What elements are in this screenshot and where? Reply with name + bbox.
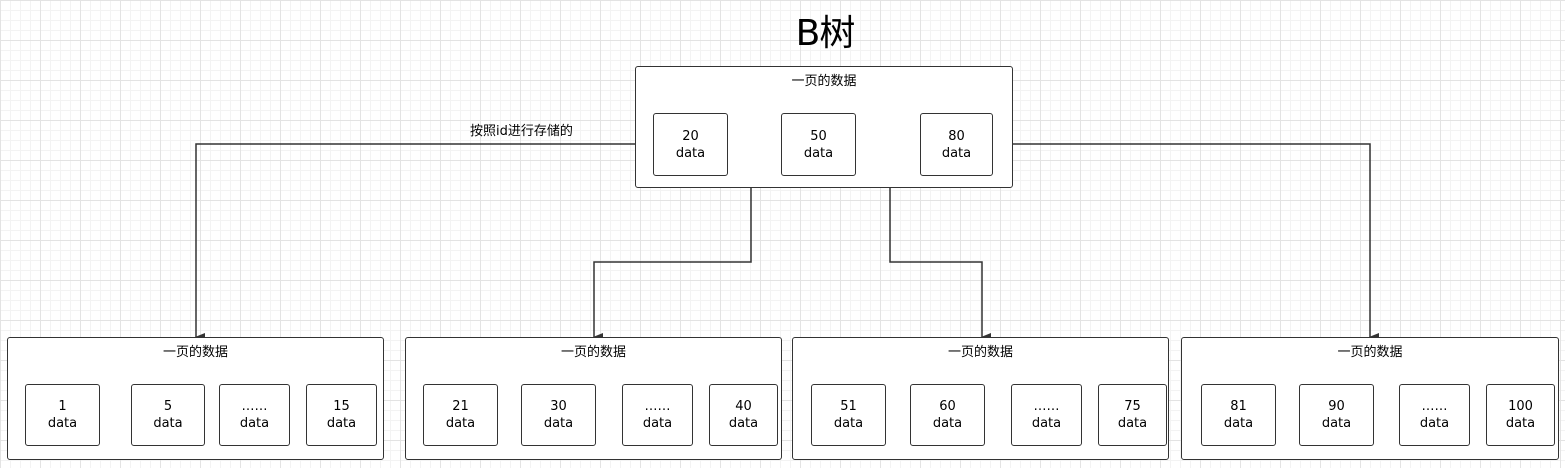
key-value: 50: [810, 128, 827, 144]
leaf-key-box[interactable]: 75 data: [1098, 384, 1167, 446]
leaf-key-box[interactable]: 21 data: [423, 384, 498, 446]
key-data-label: data: [941, 145, 972, 161]
leaf-page-1[interactable]: 一页的数据 1 data 5 data …… data 15 data: [7, 337, 384, 460]
edge-root-to-leaf-2: [593, 188, 752, 341]
key-data-label: data: [675, 145, 706, 161]
root-page[interactable]: 一页的数据 20 data 50 data 80 data: [635, 66, 1013, 188]
key-data-label: data: [1117, 416, 1148, 431]
key-value: 1: [58, 399, 67, 414]
page-label: 一页的数据: [162, 345, 228, 360]
leaf-key-box[interactable]: 60 data: [910, 384, 985, 446]
key-value: ……: [1421, 399, 1448, 414]
key-data-label: data: [932, 416, 963, 431]
key-data-label: data: [1419, 416, 1450, 431]
root-key-box[interactable]: 50 data: [781, 113, 856, 176]
key-value: 40: [735, 399, 752, 414]
leaf-key-box[interactable]: 30 data: [521, 384, 596, 446]
diagram-title: B树: [795, 13, 856, 54]
key-value: ……: [644, 399, 671, 414]
leaf-key-box[interactable]: 100 data: [1486, 384, 1555, 446]
page-label: 一页的数据: [1337, 345, 1403, 360]
key-data-label: data: [153, 416, 183, 431]
leaf-key-box[interactable]: 1 data: [25, 384, 100, 446]
key-data-label: data: [1505, 416, 1536, 431]
leaf-key-box[interactable]: …… data: [219, 384, 290, 446]
key-data-label: data: [543, 416, 574, 431]
root-key-box[interactable]: 20 data: [653, 113, 728, 176]
key-data-label: data: [1031, 416, 1062, 431]
key-value: 81: [1230, 399, 1247, 414]
leaf-page-4[interactable]: 一页的数据 81 data 90 data …… data 100 data: [1181, 337, 1559, 460]
key-data-label: data: [47, 416, 78, 431]
edge-root-to-leaf-3: [889, 188, 991, 341]
leaf-key-box[interactable]: 40 data: [709, 384, 778, 446]
leaf-key-box[interactable]: 81 data: [1201, 384, 1276, 446]
edge-label: 按照id进行存储的: [470, 124, 573, 139]
key-value: 75: [1124, 399, 1141, 414]
key-data-label: data: [728, 416, 759, 431]
key-value: 90: [1328, 399, 1345, 414]
key-value: 21: [452, 399, 469, 414]
key-data-label: data: [445, 416, 476, 431]
key-data-label: data: [326, 416, 357, 431]
leaf-key-box[interactable]: 90 data: [1299, 384, 1374, 446]
key-value: 20: [682, 128, 699, 144]
leaf-key-box[interactable]: 51 data: [811, 384, 886, 446]
key-data-label: data: [833, 416, 864, 431]
key-data-label: data: [803, 145, 834, 161]
key-data-label: data: [1223, 416, 1254, 431]
leaf-page-3[interactable]: 一页的数据 51 data 60 data …… data 75 data: [792, 337, 1169, 460]
edge-root-to-leaf-4: [990, 143, 1379, 341]
leaf-key-box[interactable]: …… data: [1399, 384, 1470, 446]
key-data-label: data: [1321, 416, 1352, 431]
page-label: 一页的数据: [560, 345, 626, 360]
key-value: 80: [948, 128, 965, 144]
key-value: 60: [939, 399, 956, 414]
root-key-box[interactable]: 80 data: [920, 113, 993, 176]
key-value: 5: [163, 399, 173, 414]
key-value: 30: [550, 399, 567, 414]
key-value: 100: [1508, 399, 1533, 414]
edge-root-to-leaf-1: [195, 143, 653, 341]
leaf-page-2[interactable]: 一页的数据 21 data 30 data …… data 40 data: [405, 337, 782, 460]
key-value: ……: [1033, 399, 1060, 414]
key-value: 15: [333, 399, 350, 414]
key-value: ……: [241, 399, 268, 414]
page-label: 一页的数据: [791, 74, 857, 89]
key-data-label: data: [642, 416, 673, 431]
leaf-key-box[interactable]: …… data: [622, 384, 693, 446]
leaf-key-box[interactable]: …… data: [1011, 384, 1082, 446]
leaf-key-box[interactable]: 15 data: [306, 384, 377, 446]
page-label: 一页的数据: [947, 345, 1013, 360]
key-data-label: data: [239, 416, 270, 431]
leaf-key-box[interactable]: 5 data: [131, 384, 205, 446]
key-value: 51: [840, 399, 857, 414]
